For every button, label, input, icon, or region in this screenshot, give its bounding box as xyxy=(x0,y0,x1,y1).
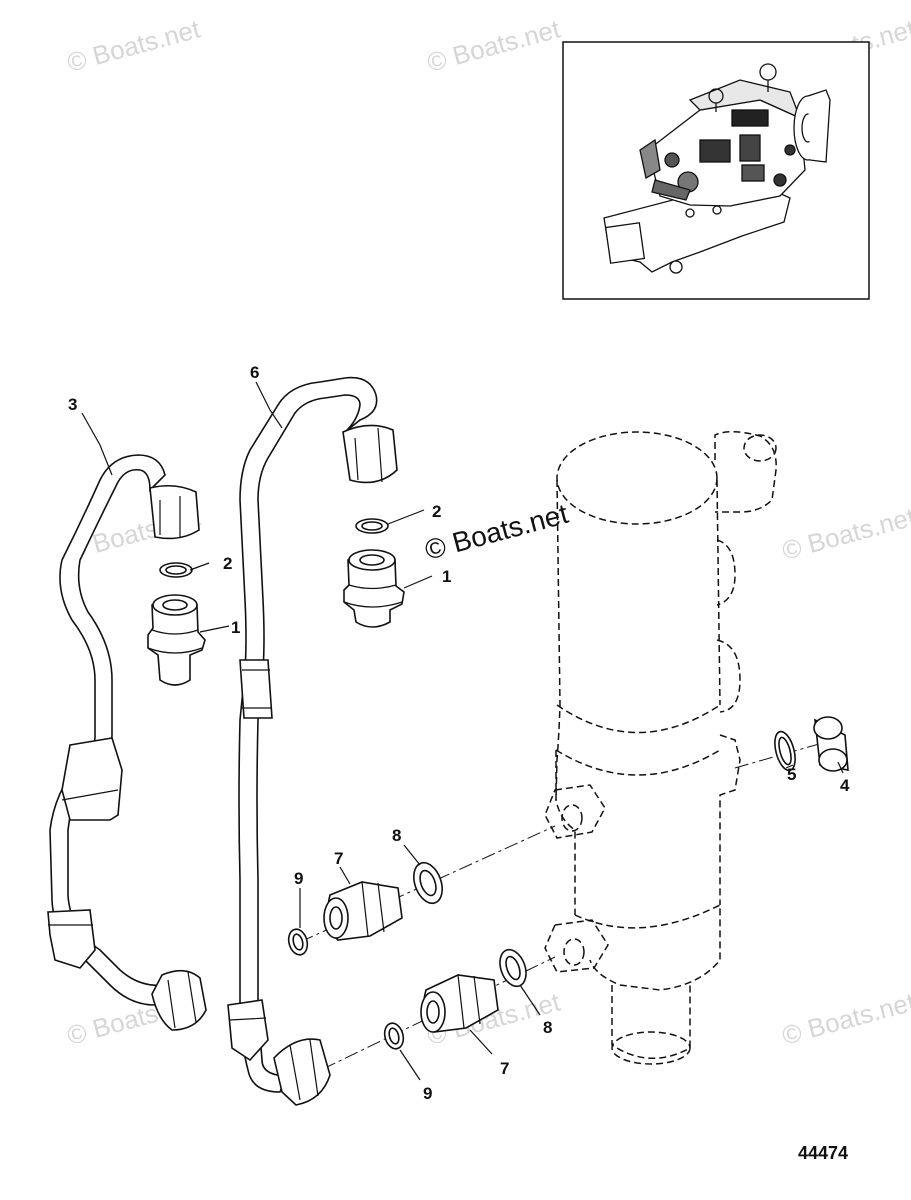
fitting-7-upper xyxy=(323,881,403,941)
washer-2-left xyxy=(159,562,193,578)
callout-5: 5 xyxy=(787,765,796,784)
callout-4: 4 xyxy=(840,776,850,795)
fitting-1-left xyxy=(147,594,206,686)
callout-1-right: 1 xyxy=(442,567,451,586)
callout-2-right: 2 xyxy=(432,502,441,521)
callout-9-upper: 9 xyxy=(294,869,303,888)
heat-exchanger-housing xyxy=(544,431,777,1065)
callout-7-lower: 7 xyxy=(500,1059,509,1078)
fuel-tube-3 xyxy=(47,454,207,1031)
washer-2-right xyxy=(355,518,389,534)
engine-illustration xyxy=(603,63,831,274)
callout-1-left: 1 xyxy=(231,618,240,637)
callout-labels: 3 6 2 1 2 1 4 5 8 7 9 8 7 9 xyxy=(68,363,850,1103)
washer-9-lower xyxy=(383,1022,405,1050)
watermark: © Boats.net xyxy=(424,13,564,77)
watermark: © Boats.net xyxy=(779,986,911,1050)
fitting-7-lower xyxy=(420,974,499,1033)
callout-9-lower: 9 xyxy=(423,1084,432,1103)
washer-8-upper xyxy=(413,861,443,905)
watermark: © Boats.net xyxy=(779,501,911,565)
callout-6: 6 xyxy=(250,363,259,382)
callout-8-lower: 8 xyxy=(543,1018,552,1037)
callout-3: 3 xyxy=(68,395,77,414)
plug-4 xyxy=(813,716,849,772)
engine-inset xyxy=(562,41,870,300)
watermark-center: © Boats.net xyxy=(422,498,572,566)
washer-8-lower xyxy=(499,948,527,988)
callout-7-upper: 7 xyxy=(334,849,343,868)
watermark: © Boats.net xyxy=(64,13,204,77)
washer-9-upper xyxy=(287,928,309,956)
callout-2-left: 2 xyxy=(223,554,232,573)
washer-5 xyxy=(774,730,796,772)
leader-lines xyxy=(81,381,844,1081)
fitting-1-right xyxy=(343,549,405,628)
callout-8-upper: 8 xyxy=(392,826,401,845)
fuel-tube-6 xyxy=(227,376,398,1106)
figure-number: 44474 xyxy=(798,1143,848,1163)
